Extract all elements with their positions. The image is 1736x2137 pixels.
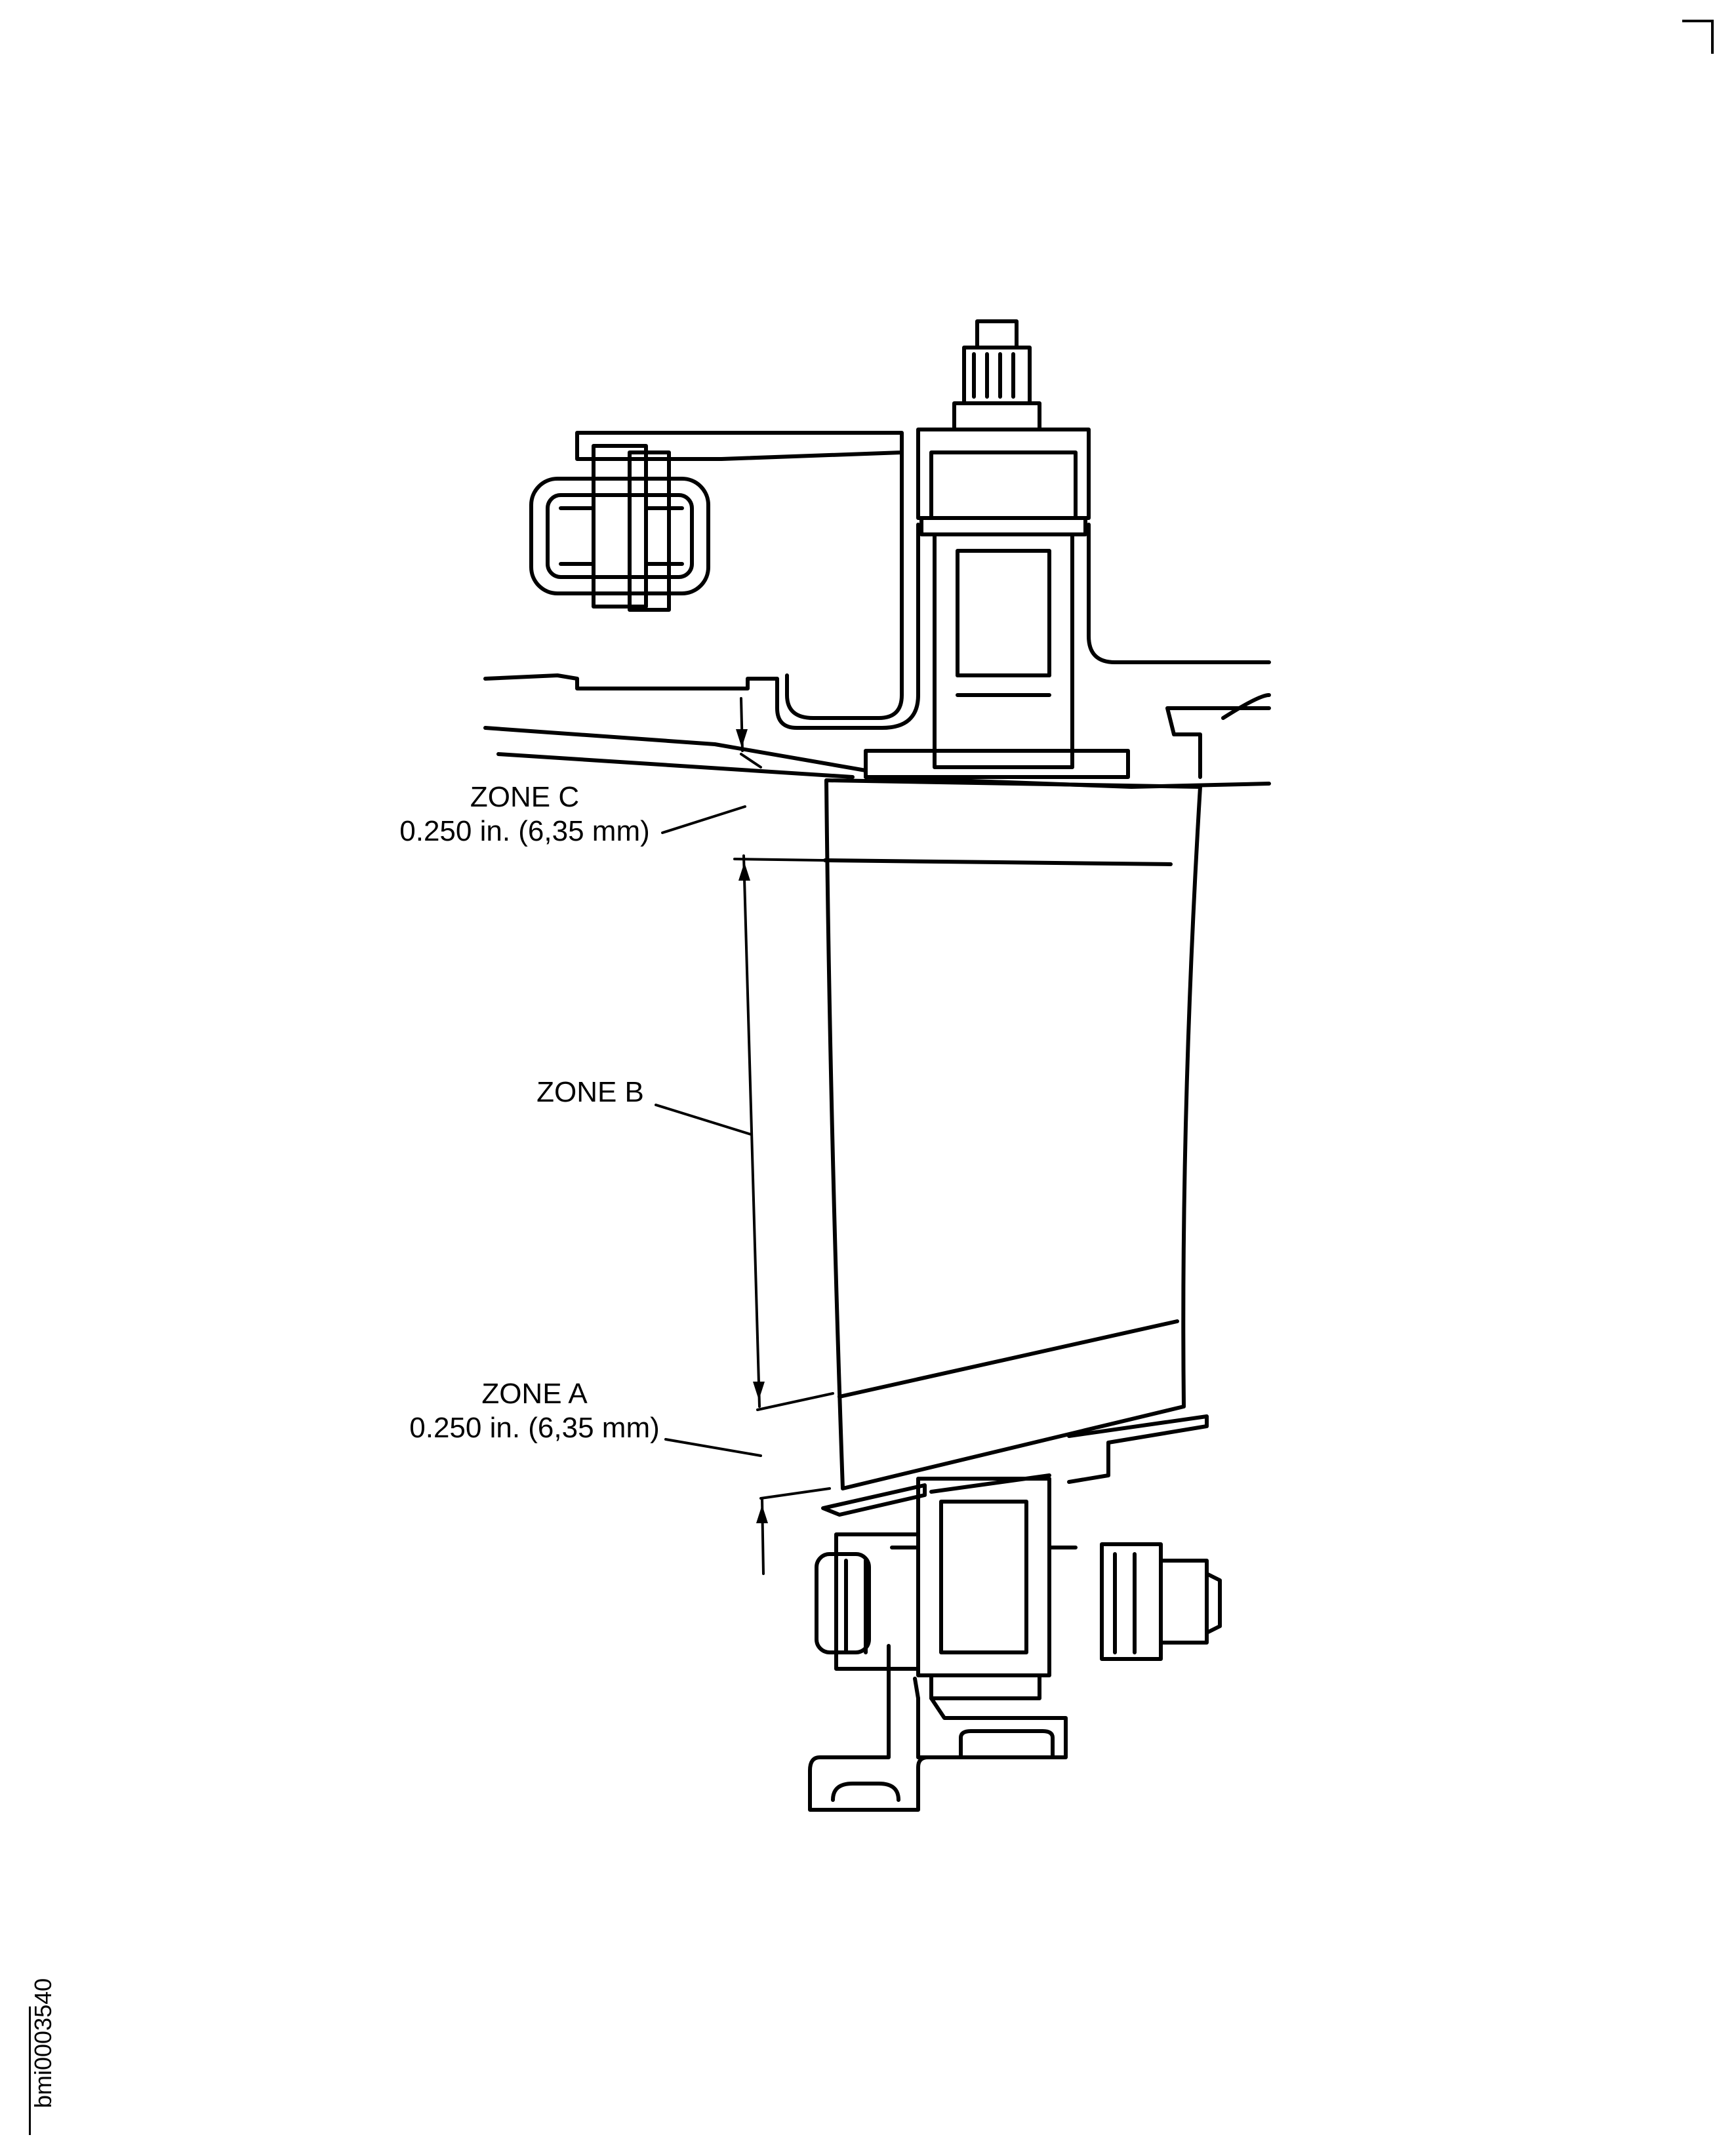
- upper-shroud: [483, 523, 1271, 789]
- zone-c-label: ZONE C 0.250 in. (6,35 mm): [367, 780, 682, 849]
- zone-a-label: ZONE A 0.250 in. (6,35 mm): [377, 1377, 692, 1445]
- lower-stud-nut: [815, 1477, 1222, 1700]
- dimension-lines: [733, 697, 834, 1575]
- zone-b-title: ZONE B: [536, 1076, 644, 1108]
- upper-bracket-arm: [529, 431, 904, 720]
- figure-id-rule: [29, 2007, 31, 2135]
- lower-bracket: [808, 1644, 1068, 1812]
- leader-lines: [655, 805, 762, 1457]
- dimension-arrowheads: [736, 729, 768, 1523]
- zone-b-label: ZONE B: [512, 1075, 669, 1109]
- upper-stud-nut: [864, 319, 1130, 779]
- zone-c-dimension: 0.250 in. (6,35 mm): [399, 815, 650, 847]
- corner-crop-mark: [1682, 20, 1714, 54]
- vane-airfoil: [823, 778, 1202, 1490]
- zone-a-dimension: 0.250 in. (6,35 mm): [409, 1412, 660, 1444]
- zone-a-title: ZONE A: [481, 1378, 588, 1410]
- figure-id: bmi0003540: [30, 1978, 56, 2108]
- zone-c-title: ZONE C: [470, 781, 580, 813]
